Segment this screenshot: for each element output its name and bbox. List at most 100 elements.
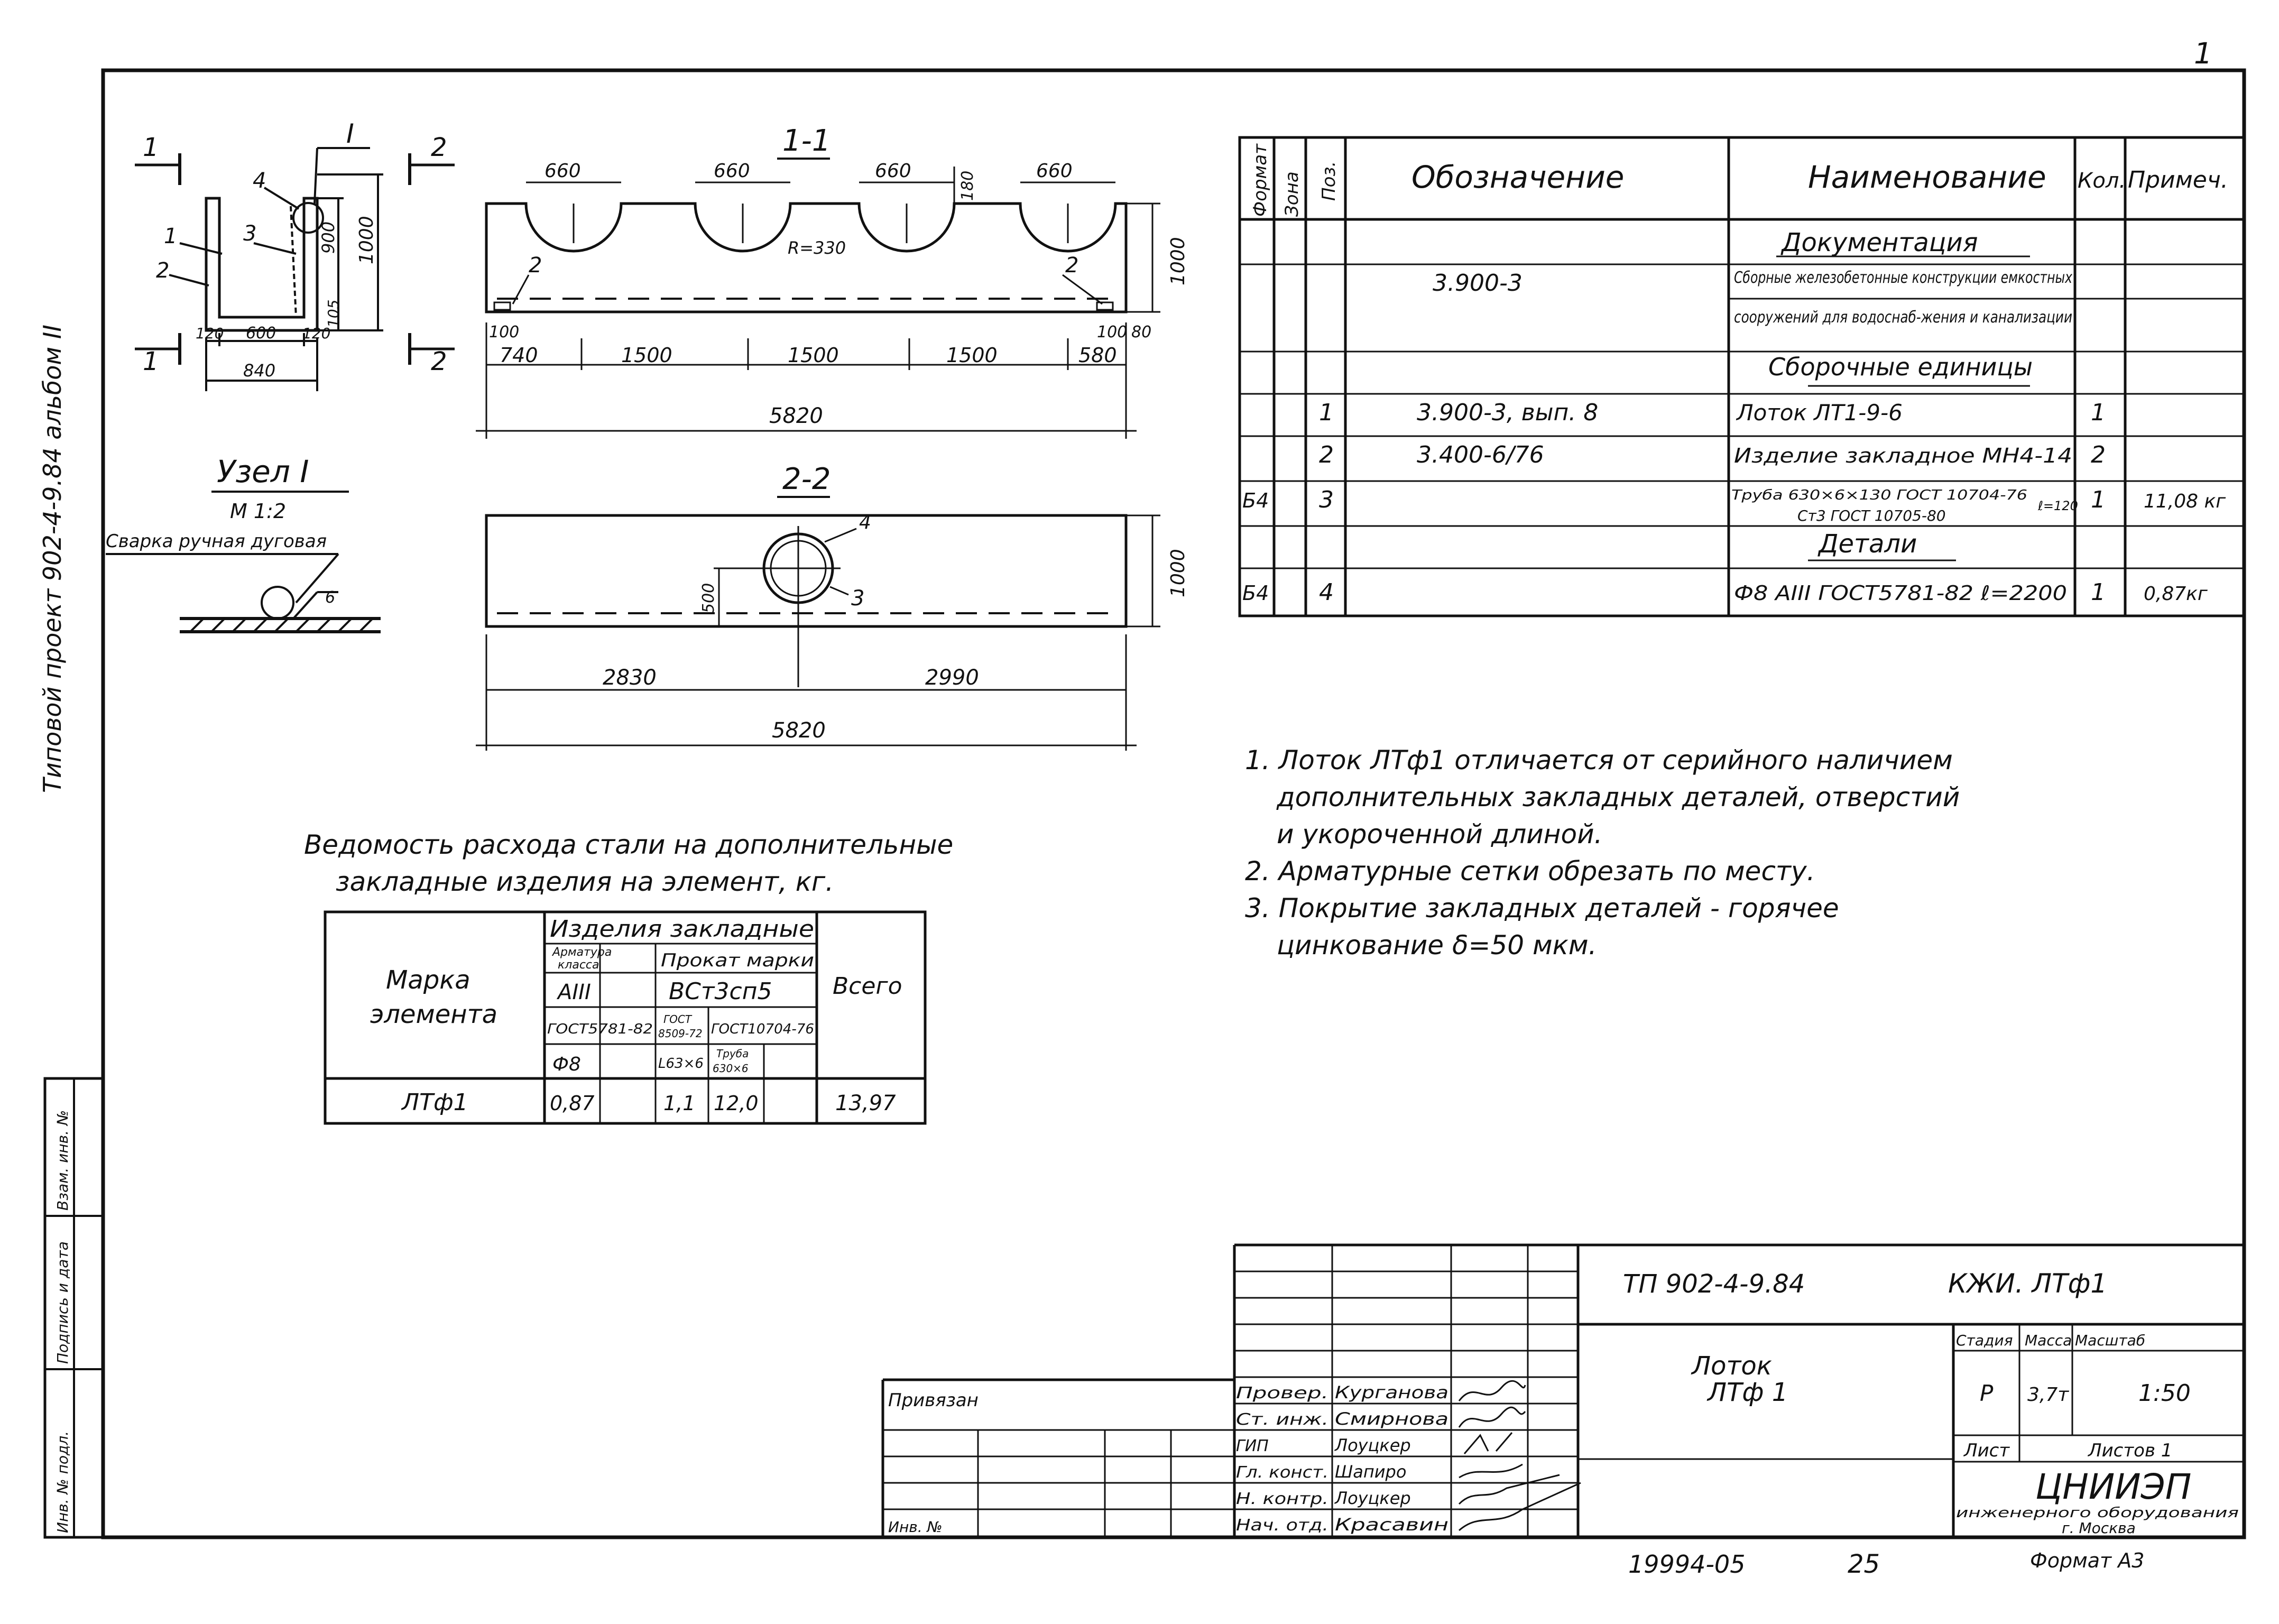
stamp-title-2: ЛТф 1 xyxy=(1706,1378,1788,1407)
cross-section xyxy=(135,147,455,391)
side-inv-podl: Инв. № подл. xyxy=(54,1431,71,1533)
stamp-role-6: Нач. отд. xyxy=(1236,1516,1328,1535)
stamp-role-4: Гл. конст. xyxy=(1236,1463,1328,1482)
s11-radius: R=330 xyxy=(788,238,846,258)
stamp-role-1: Провер. xyxy=(1236,1384,1328,1402)
steel-h-items: Изделия закладные xyxy=(550,916,814,943)
stamp-privyazan: Привязан xyxy=(888,1390,979,1411)
cross-dim-120b: 120 xyxy=(302,325,330,342)
steel-row-l63: 1,1 xyxy=(663,1092,695,1115)
stamp-inv-no: Инв. № xyxy=(888,1518,943,1536)
node-weld-leg: 6 xyxy=(325,588,335,607)
stamp-name-6: Красавин xyxy=(1335,1515,1448,1535)
stamp-role-3: ГИП xyxy=(1236,1437,1269,1455)
spec-row4-note: 0,87кг xyxy=(2144,583,2208,605)
spec-row3-pos: 3 xyxy=(1319,486,1334,513)
steel-row-total: 13,97 xyxy=(835,1091,896,1115)
s11-dim-100-left: 100 xyxy=(489,323,519,342)
stamp-scale-label: Масштаб xyxy=(2075,1332,2145,1349)
stamp-name-5: Лоуцкер xyxy=(1334,1488,1411,1508)
s11-cut-660-3: 660 xyxy=(875,160,911,182)
steel-table-grid xyxy=(324,910,927,1125)
steel-h-l63: L63×6 xyxy=(658,1056,704,1072)
cross-pos-4: 4 xyxy=(253,169,266,193)
steel-h-aiii: АIII xyxy=(556,980,591,1004)
node-scale: М 1:2 xyxy=(230,500,286,523)
stamp-page: 25 xyxy=(1848,1549,1880,1579)
note-line-4: 2. Арматурные сетки обрезать по месту. xyxy=(1245,856,1815,887)
side-project-label: Типовой проект 902-4-9.84 альбом II xyxy=(38,325,67,793)
stamp-name-4: Шапиро xyxy=(1335,1462,1406,1482)
s22-right: 2990 xyxy=(925,666,979,690)
stamp-format: Формат А3 xyxy=(2030,1549,2144,1572)
spec-h-zone: Зона xyxy=(1281,171,1303,217)
s11-dim-100-right: 100 xyxy=(1097,323,1127,342)
spec-row1-designation: 3.900-3, вып. 8 xyxy=(1417,399,1598,426)
stamp-stage: Р xyxy=(1980,1380,1994,1406)
spec-h-format: Формат xyxy=(1250,143,1271,217)
cross-mark-I: I xyxy=(346,118,354,149)
spec-row1-pos: 1 xyxy=(1319,399,1334,426)
s11-dim-180: 180 xyxy=(958,171,977,201)
spec-row3-name-top: Труба 630×6×130 ГОСТ 10704-76 xyxy=(1731,487,2027,503)
steel-h-arm-1: Арматура xyxy=(551,946,612,959)
cross-dim-600: 600 xyxy=(246,324,276,343)
spec-section-details: Детали xyxy=(1817,529,1917,559)
steel-h-arm-2: класса xyxy=(558,958,599,972)
steel-row-pipe: 12,0 xyxy=(714,1092,759,1115)
cross-dim-105: 105 xyxy=(325,300,342,328)
spec-doc-line1: Сборные железобетонные конструкции емкос… xyxy=(1734,269,2072,287)
cross-pos-1: 1 xyxy=(164,224,177,248)
node-detail xyxy=(106,553,381,633)
spec-doc-code: 3.900-3 xyxy=(1433,270,1523,297)
spec-row4-format: Б4 xyxy=(1242,582,1269,605)
cross-cut-2-top: 2 xyxy=(431,133,447,162)
spec-h-note: Примеч. xyxy=(2128,167,2228,193)
stamp-number: 19994-05 xyxy=(1628,1550,1745,1579)
s11-pos-2-right: 2 xyxy=(1065,253,1078,278)
spec-h-designation: Обозначение xyxy=(1411,159,1624,195)
spec-section-units: Сборочные единицы xyxy=(1768,353,2033,381)
spec-h-name: Наименование xyxy=(1808,159,2046,195)
s11-pos-2-left: 2 xyxy=(529,253,542,278)
s11-cut-660-1: 660 xyxy=(545,160,581,182)
s22-total: 5820 xyxy=(772,718,826,743)
spec-row1-name: Лоток ЛТ1-9-6 xyxy=(1736,400,1903,426)
note-line-1: 1. Лоток ЛТф1 отличается от серийного на… xyxy=(1245,745,1953,776)
note-line-3: и укороченной длиной. xyxy=(1277,819,1602,850)
stamp-stage-label: Стадия xyxy=(1956,1332,2013,1349)
stamp-signatures xyxy=(1458,1380,1581,1531)
steel-h-phi8: Ф8 xyxy=(552,1054,581,1075)
side-podpis-data: Подпись и дата xyxy=(54,1241,71,1364)
stamp-org-2: инженерного оборудования xyxy=(1956,1505,2239,1521)
notes: 1. Лоток ЛТф1 отличается от серийного на… xyxy=(1245,745,1960,961)
node-weld: Сварка ручная дуговая xyxy=(106,531,327,552)
steel-h-gost8509-1: ГОСТ xyxy=(663,1013,693,1026)
section-2-2-drawing xyxy=(476,514,1160,751)
stamp-sheet-label: Лист xyxy=(1963,1440,2010,1461)
s22-left: 2830 xyxy=(603,666,657,690)
note-line-2: дополнительных закладных деталей, отверс… xyxy=(1276,782,1960,813)
node-title: Узел I xyxy=(217,454,309,490)
steel-h-prokat: Прокат марки xyxy=(661,950,814,971)
stamp-role-2: Ст. инж. xyxy=(1236,1410,1328,1429)
spec-row4-name: Ф8 АIII ГОСТ5781-82 ℓ=2200 xyxy=(1734,582,2067,605)
steel-h-mark-1: Марка xyxy=(386,965,470,995)
steel-h-tr-2: 630×6 xyxy=(713,1062,749,1075)
spec-row3-note: 11,08 кг xyxy=(2144,491,2226,512)
section-1-1-title: 1-1 xyxy=(782,124,831,158)
steel-title-2: закладные изделия на элемент, кг. xyxy=(336,866,834,897)
stamp-scale: 1:50 xyxy=(2138,1380,2191,1407)
spec-row3-format: Б4 xyxy=(1242,489,1269,512)
spec-row2-name: Изделие закладное МН4-14 xyxy=(1734,444,2072,467)
steel-h-total: Всего xyxy=(833,973,902,1000)
spec-row4-pos: 4 xyxy=(1319,579,1334,606)
s11-cut-660-2: 660 xyxy=(714,160,750,182)
s11-total: 5820 xyxy=(769,404,823,428)
s22-hole-height: 500 xyxy=(699,583,718,613)
stamp-name-1: Курганова xyxy=(1335,1382,1448,1402)
s11-dim-80: 80 xyxy=(1131,323,1151,342)
steel-title-1: Ведомость расхода стали на дополнительны… xyxy=(304,829,953,860)
note-line-6: цинкование δ=50 мкм. xyxy=(1277,930,1597,961)
